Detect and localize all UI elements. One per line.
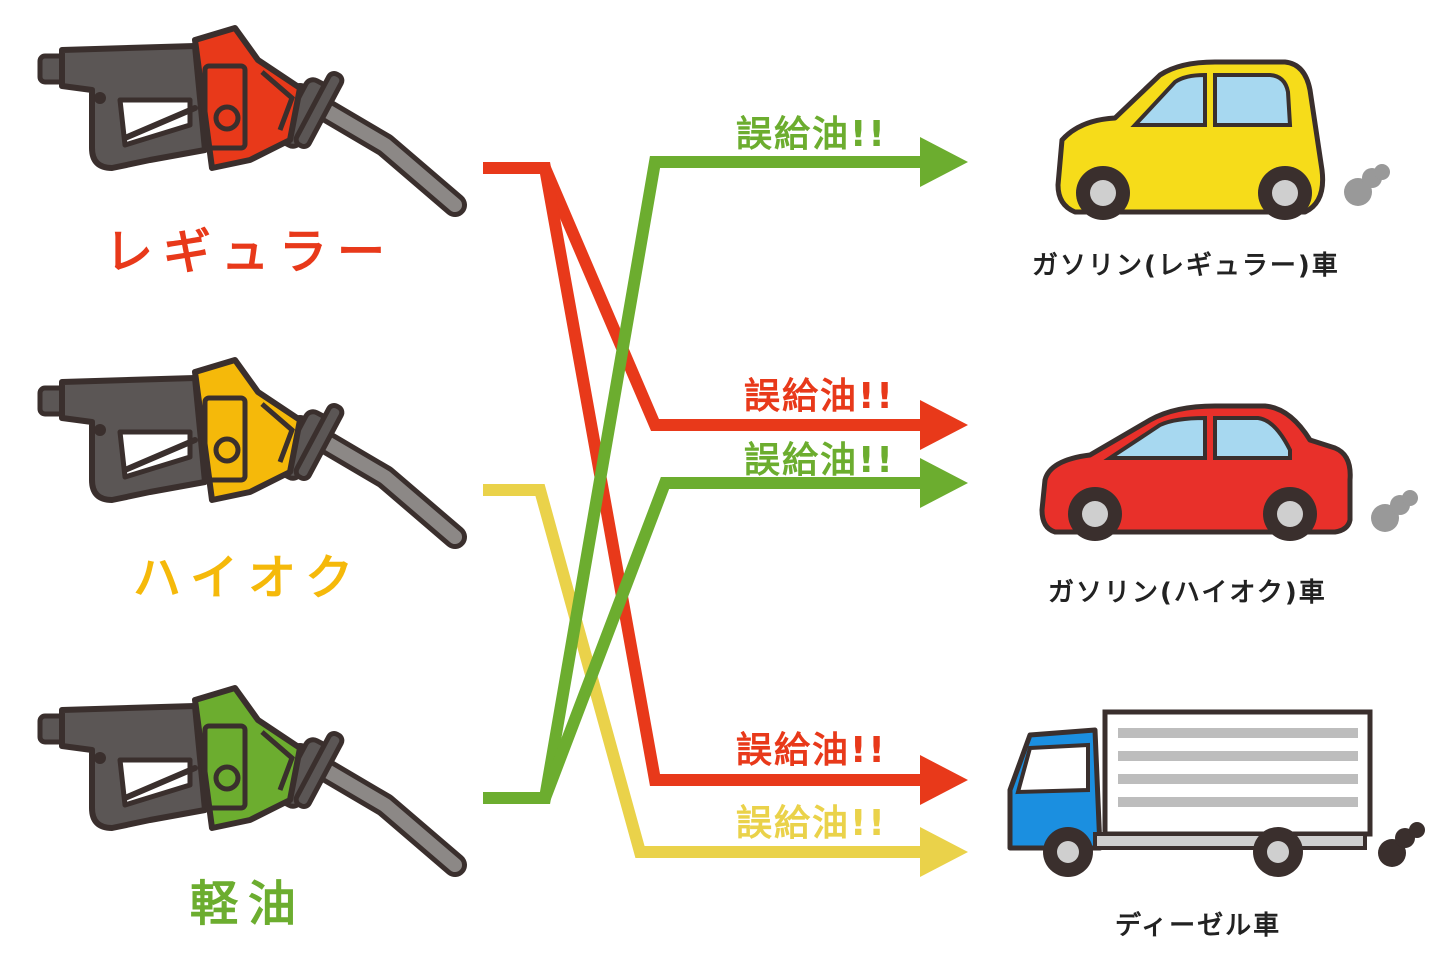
red-car-icon bbox=[1039, 403, 1418, 541]
fuel-nozzle-icon bbox=[40, 25, 455, 205]
warning-label: 誤給油!! bbox=[736, 803, 887, 844]
arrowhead-yellow bbox=[920, 827, 968, 877]
highoctane-car-label: ガソリン(ハイオク)車 bbox=[1048, 578, 1327, 608]
warning-label: 誤給油!! bbox=[736, 730, 887, 771]
regular-nozzle bbox=[40, 25, 455, 205]
diesel-label: 軽油 bbox=[190, 876, 306, 932]
diesel-nozzle bbox=[40, 685, 455, 865]
line-diesel-to-highoctane-car bbox=[483, 477, 925, 804]
highoctane-nozzle bbox=[40, 357, 455, 537]
truck-icon bbox=[1007, 709, 1425, 877]
regular-car-label: ガソリン(レギュラー)車 bbox=[1032, 251, 1340, 281]
highoctane-label: ハイオク bbox=[133, 550, 363, 606]
warning-label: 誤給油!! bbox=[736, 114, 887, 155]
warning-labels: 誤給油!! 誤給油!! 誤給油!! 誤給油!! 誤給油!! bbox=[736, 114, 895, 844]
exhaust-smoke-icon bbox=[1371, 490, 1418, 532]
diesel-truck-label: ディーゼル車 bbox=[1115, 910, 1281, 941]
exhaust-smoke-icon bbox=[1344, 164, 1390, 206]
arrowhead-green-2 bbox=[920, 458, 968, 508]
warning-label: 誤給油!! bbox=[744, 376, 895, 417]
yellow-car-icon bbox=[1055, 59, 1390, 220]
arrowhead-red-1 bbox=[920, 400, 968, 450]
connection-lines bbox=[483, 137, 968, 877]
arrowhead-red-2 bbox=[920, 755, 968, 805]
warning-label: 誤給油!! bbox=[744, 440, 895, 481]
exhaust-smoke-icon bbox=[1378, 822, 1425, 867]
fuel-nozzle-icon bbox=[40, 685, 455, 865]
fuel-nozzle-icon bbox=[40, 357, 455, 537]
regular-label: レギュラー bbox=[105, 224, 395, 280]
arrowhead-green-1 bbox=[920, 137, 968, 187]
